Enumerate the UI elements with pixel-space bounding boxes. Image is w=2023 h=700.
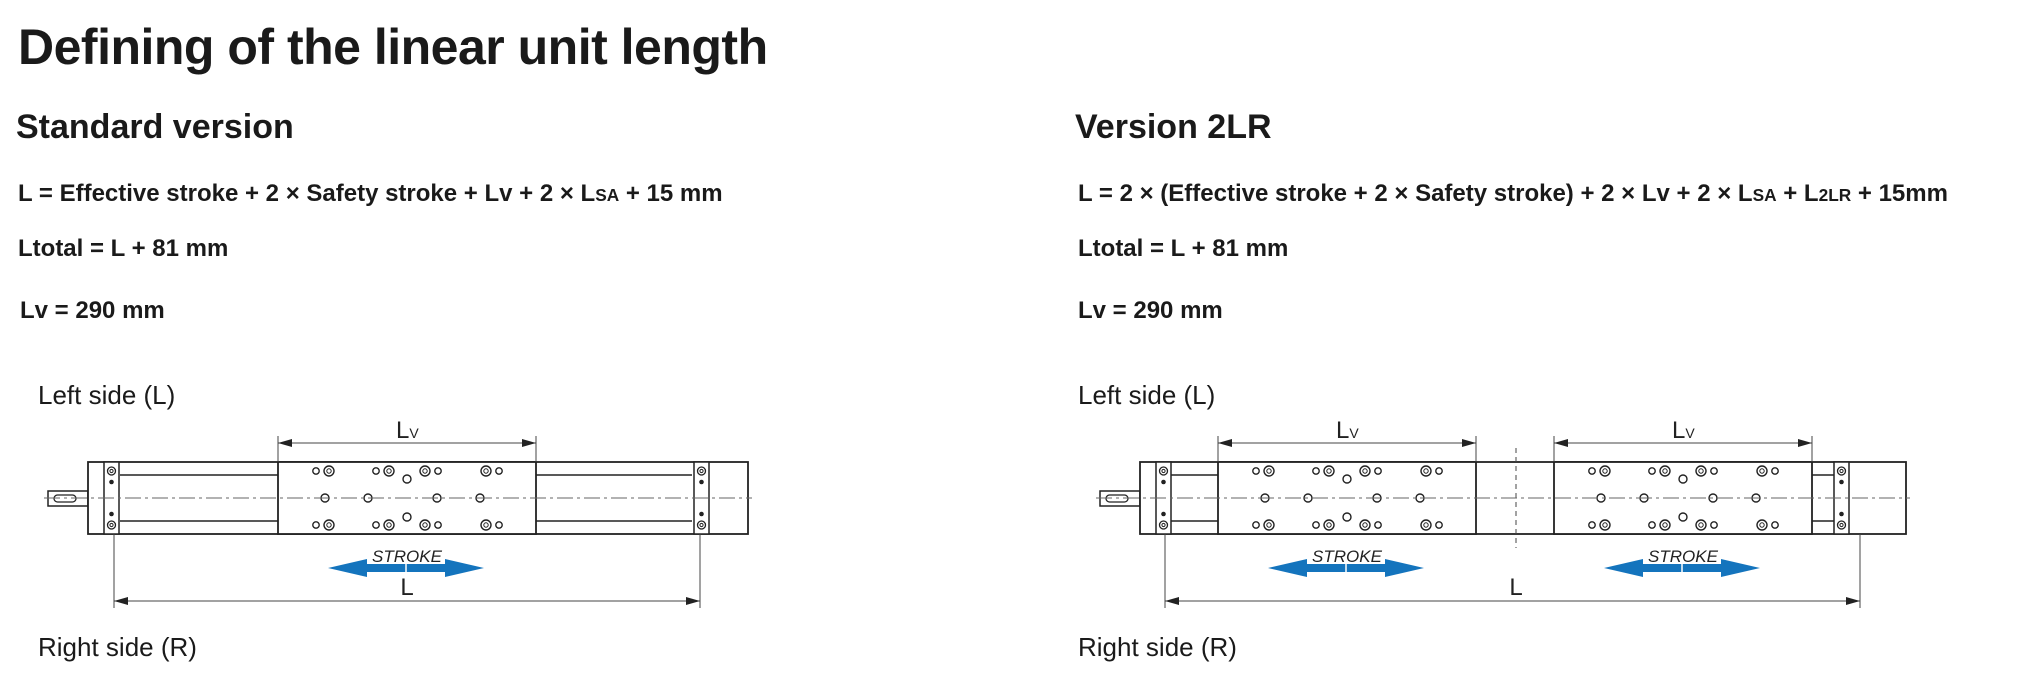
standard-left-side-label: Left side (L)	[38, 380, 176, 410]
formula-text: + 15 mm	[619, 180, 723, 207]
formula-text: + L	[1776, 180, 1819, 207]
stroke-label: STROKE	[1312, 547, 1383, 566]
stroke-label: STROKE	[372, 547, 443, 566]
dim-l-label: L	[400, 574, 413, 601]
dim-l-label: L	[1509, 574, 1522, 601]
dim-lv-label: LV	[1672, 417, 1695, 444]
formula-text: L = Effective stroke + 2 × Safety stroke…	[18, 180, 596, 207]
version-2lr-heading: Version 2LR	[1075, 108, 1272, 146]
standard-version-heading: Standard version	[16, 108, 294, 146]
standard-formula-lv: Lv = 290 mm	[20, 297, 165, 324]
version-2lr-unit-drawing: LV LV STROKE STROKE L	[1096, 417, 1910, 608]
standard-right-side-label: Right side (R)	[38, 632, 197, 662]
dim-lv-label: LV	[1336, 417, 1359, 444]
version-2lr-left-side-label: Left side (L)	[1078, 380, 1216, 410]
formula-text: L = 2 × (Effective stroke + 2 × Safety s…	[1078, 180, 1753, 207]
page-title: Defining of the linear unit length	[18, 19, 768, 75]
version-2lr-formula-lv: Lv = 290 mm	[1078, 297, 1223, 324]
formula-text: + 15mm	[1851, 180, 1948, 207]
version-2lr-formula-L: L = 2 × (Effective stroke + 2 × Safety s…	[1078, 180, 1948, 208]
version-2lr-right-side-label: Right side (R)	[1078, 632, 1237, 662]
formula-subscript: SA	[595, 185, 620, 205]
stroke-label: STROKE	[1648, 547, 1719, 566]
standard-formula-ltotal: Ltotal = L + 81 mm	[18, 235, 229, 262]
version-2lr-formula-ltotal: Ltotal = L + 81 mm	[1078, 235, 1289, 262]
standard-formula-L: L = Effective stroke + 2 × Safety stroke…	[18, 180, 723, 208]
formula-subscript: SA	[1752, 185, 1777, 205]
dim-lv-label: LV	[396, 417, 419, 444]
standard-unit-drawing: LV STROKE L	[44, 417, 752, 608]
formula-subscript: 2LR	[1818, 185, 1852, 205]
